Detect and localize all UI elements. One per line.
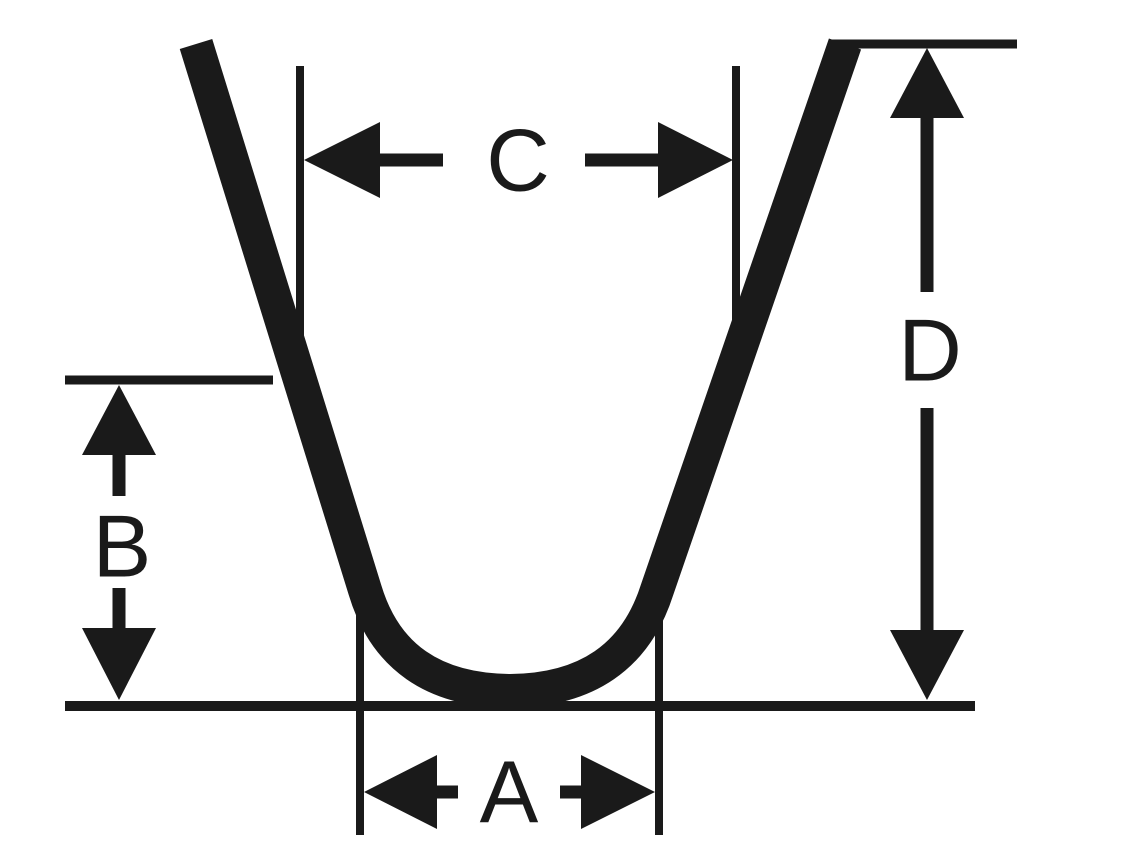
dimension-d-arrow-up bbox=[890, 48, 964, 118]
dimension-d-label: D bbox=[898, 301, 962, 400]
dimension-b-label: B bbox=[93, 497, 152, 596]
groove-profile bbox=[179, 38, 862, 708]
dimension-a-label: A bbox=[480, 743, 539, 842]
dimension-c-arrow-right bbox=[658, 122, 733, 198]
dimension-a-arrow-left bbox=[364, 755, 437, 829]
dimension-d-arrow-down bbox=[890, 630, 964, 700]
dimension-b-arrow-up bbox=[82, 385, 156, 455]
dimension-b-arrow-down bbox=[82, 628, 156, 700]
dimension-c-arrow-left bbox=[304, 122, 380, 198]
dimension-c: C bbox=[304, 111, 733, 210]
dimension-a-arrow-right bbox=[581, 755, 655, 829]
dimension-b: B bbox=[82, 385, 156, 700]
dimension-a: A bbox=[364, 743, 655, 842]
dimension-d: D bbox=[890, 48, 964, 700]
dimension-c-label: C bbox=[486, 111, 550, 210]
